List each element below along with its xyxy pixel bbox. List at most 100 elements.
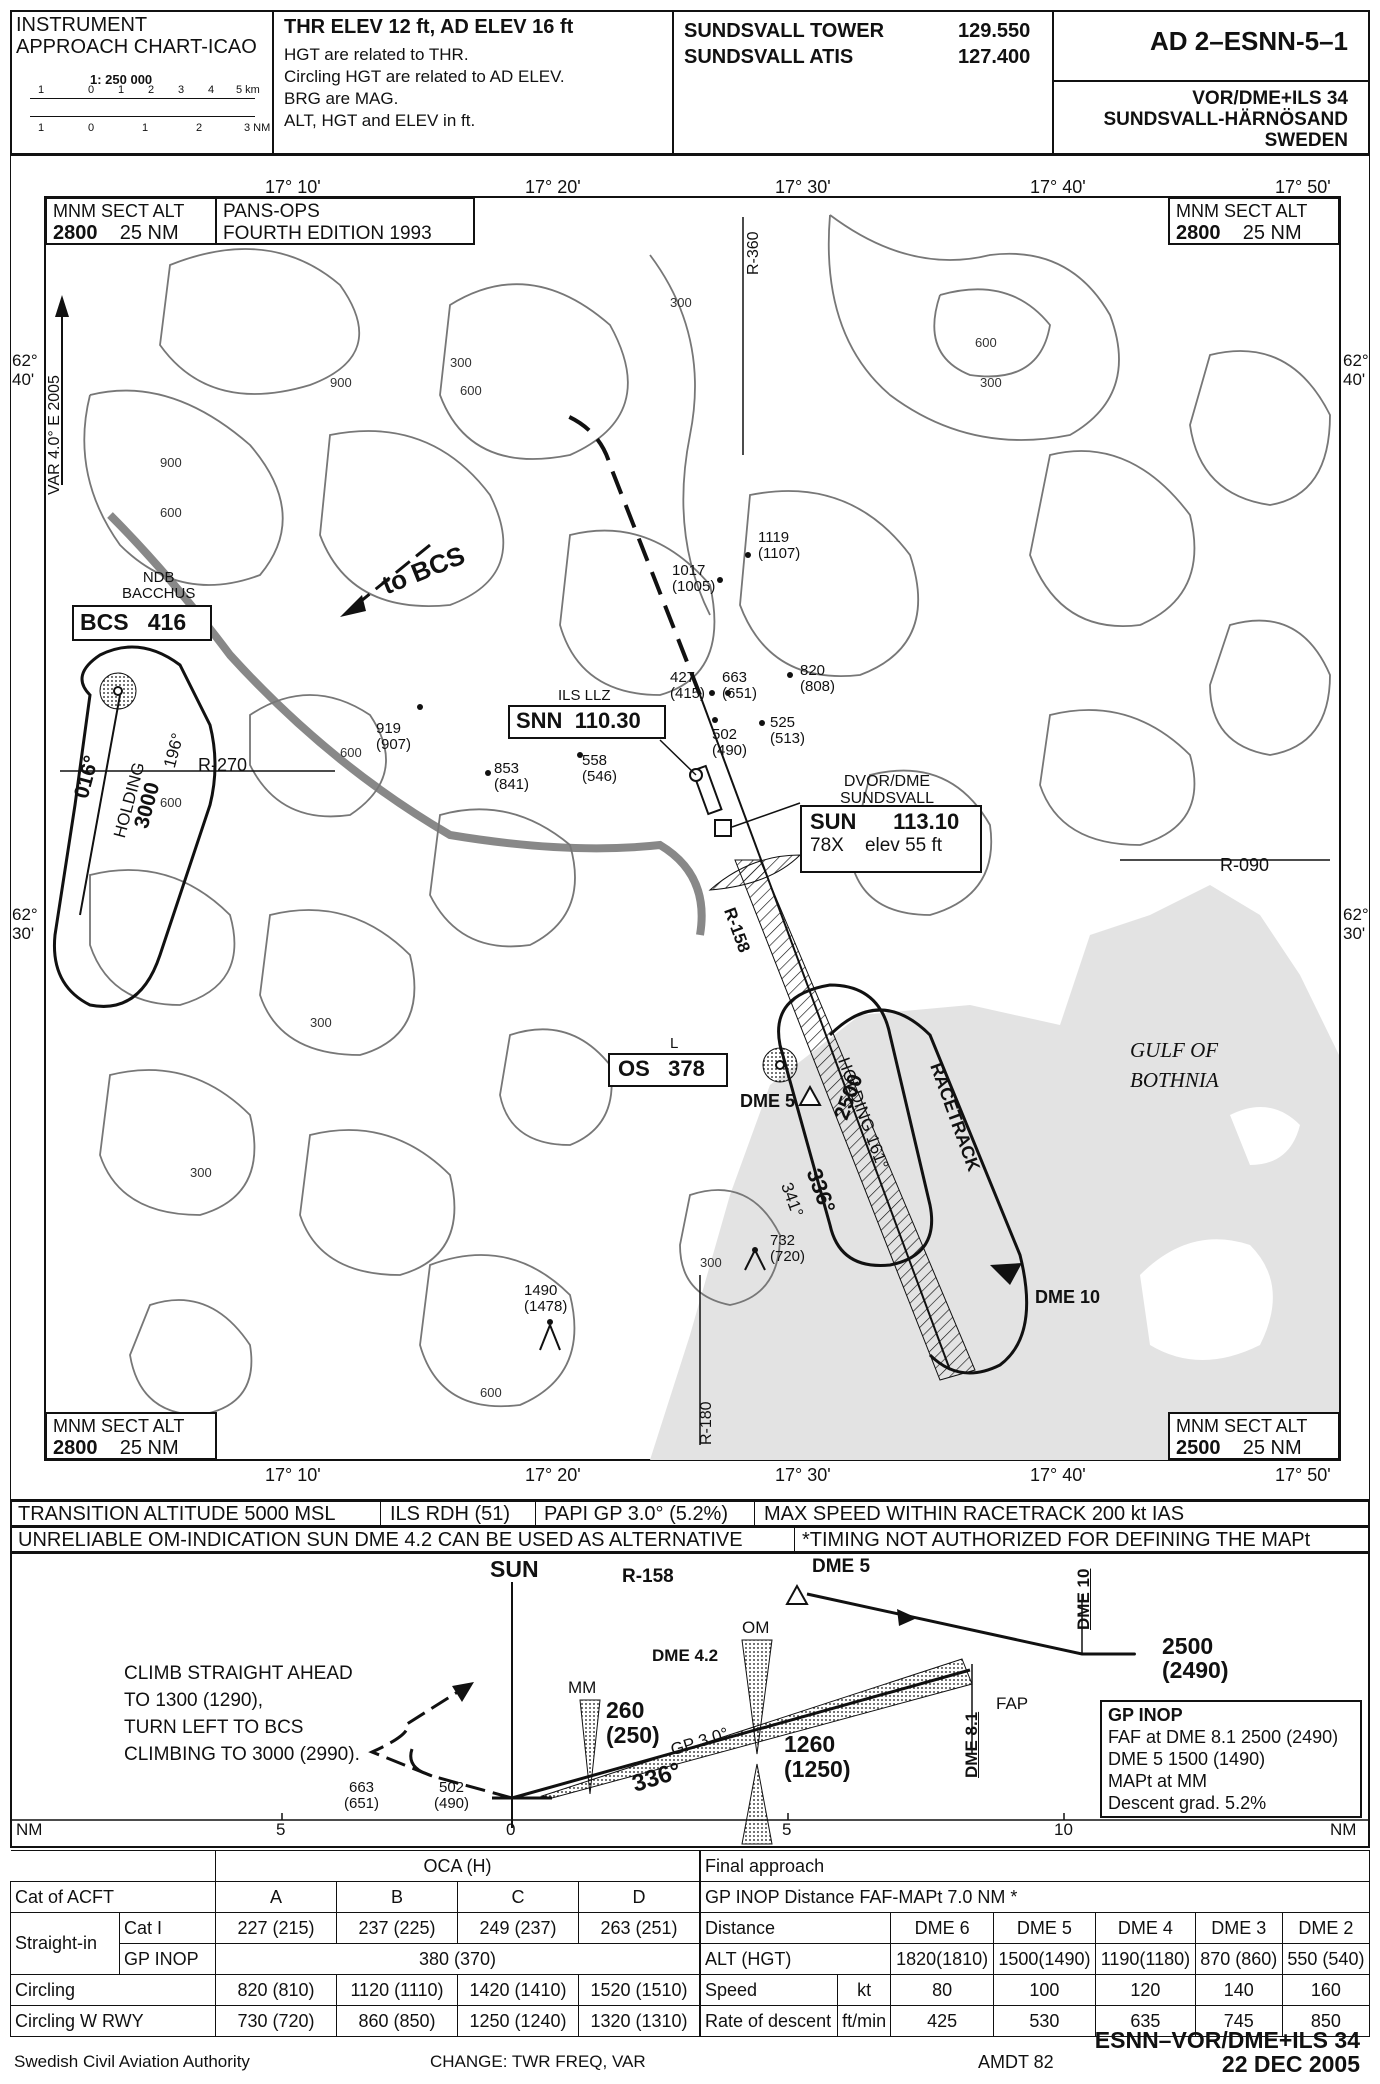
- nm-axis-label: NM: [16, 1820, 43, 1839]
- contour-label: 900: [330, 375, 352, 390]
- minima-table: OCA (H) Cat of ACFT A B C D Straight-in …: [10, 1850, 700, 2037]
- racetrack-pattern: [828, 1008, 1029, 1375]
- initial-altitude: 2500(2490): [1162, 1633, 1229, 1683]
- dme5-fix: [798, 1084, 822, 1106]
- ndb-bcs-box: BCS 416: [72, 605, 212, 641]
- ils-llz-label: ILS LLZ: [558, 687, 611, 704]
- mm-marker-fan: [579, 1699, 601, 1795]
- header-notes: HGT are related to THR.Circling HGT are …: [284, 45, 565, 130]
- dme5-label: DME 5: [740, 1091, 796, 1111]
- final-approach-table: Final approach GP INOP Distance FAF-MAPt…: [699, 1850, 1371, 2037]
- lon-label: 17° 40': [1030, 177, 1086, 197]
- lon-label: 17° 30': [775, 1465, 831, 1485]
- dme81-label: DME 8.1: [962, 1711, 981, 1778]
- lon-label: 17° 50': [1275, 177, 1331, 197]
- lon-label: 17° 50': [1275, 1465, 1331, 1485]
- obstacle-label: 663(651): [344, 1779, 380, 1812]
- spot-height: 663(651): [722, 669, 758, 702]
- profile-view: SUN R-158 DME 5 DME 10 CLIMB STRAIGHT AH…: [10, 1552, 1370, 1848]
- sun-holding-pattern: [777, 983, 934, 1267]
- contour-label: 300: [190, 1165, 212, 1180]
- dme5-label: DME 5: [812, 1556, 871, 1577]
- contour-label: 600: [160, 795, 182, 810]
- lat-label: 62° 30': [12, 905, 38, 943]
- scale-bar: 1 0 1 2 3 4 5 km 1 0 1 2 3 NM: [30, 84, 270, 148]
- ndb-os-box: OS 378: [608, 1053, 728, 1087]
- amendment: AMDT 82: [978, 2052, 1054, 2072]
- dme5-fix: [785, 1583, 809, 1605]
- lon-label: 17° 20': [525, 177, 581, 197]
- dvor-dme-box: SUN 113.10 78X elev 55 ft: [800, 805, 982, 873]
- contour-label: 300: [670, 295, 692, 310]
- missed-approach-track: [368, 1684, 513, 1800]
- nm-axis-label: NM: [1330, 1820, 1357, 1839]
- ndb-os-type: L: [670, 1035, 679, 1052]
- missed-approach-track: [564, 413, 702, 696]
- msa-box-top-left: MNM SECT ALT 2800 25 NM: [45, 197, 217, 245]
- elevation-title: THR ELEV 12 ft, AD ELEV 16 ft: [284, 16, 574, 38]
- contour-label: 300: [310, 1015, 332, 1030]
- lon-label: 17° 10': [265, 1465, 321, 1485]
- scale-ratio: 1: 250 000: [90, 72, 153, 87]
- lon-label: 17° 40': [1030, 1465, 1086, 1485]
- chart-footer: Swedish Civil Aviation Authority CHANGE:…: [10, 2028, 1370, 2080]
- lon-label: 17° 20': [525, 1465, 581, 1485]
- mm-label: MM: [568, 1678, 597, 1697]
- msa-box-bottom-left: MNM SECT ALT 2800 25 NM: [45, 1412, 217, 1460]
- magnetic-variation: VAR 4.0° E 2005: [46, 375, 63, 495]
- msa-box-top-right: MNM SECT ALT 2800 25 NM: [1168, 197, 1340, 245]
- contour-label: 300: [700, 1255, 722, 1270]
- lon-label: 17° 10': [265, 177, 321, 197]
- nm-tick: 5: [276, 1820, 286, 1839]
- nm-tick: 5: [782, 1820, 792, 1839]
- obstacle-symbol: [539, 1324, 561, 1351]
- info-strip-1: TRANSITION ALTITUDE 5000 MSL ILS RDH (51…: [10, 1500, 1370, 1527]
- final-approach-area: [734, 859, 976, 1381]
- r158-label: R-158: [622, 1566, 674, 1587]
- radial-180-label: R-180: [698, 1401, 715, 1445]
- bcs-holding-pattern: [52, 645, 217, 1008]
- lat-label: 62° 40': [1343, 351, 1369, 389]
- spot-height: 1490(1478): [524, 1282, 568, 1315]
- chart-id: AD 2–ESNN-5–1: [1150, 26, 1348, 56]
- spot-height: 558(546): [582, 752, 618, 785]
- mm-altitude: 260(250): [606, 1697, 660, 1748]
- ils-llz-box: SNN 110.30: [508, 705, 666, 739]
- msa-box-bottom-right: MNM SECT ALT 2500 25 NM: [1168, 1412, 1340, 1460]
- contour-label: 600: [975, 335, 997, 350]
- nm-tick: 10: [1054, 1820, 1073, 1839]
- authority: Swedish Civil Aviation Authority: [14, 2052, 250, 2071]
- fap-label: FAP: [996, 1694, 1029, 1713]
- spot-height: 820(808): [800, 662, 836, 695]
- om-label: OM: [742, 1618, 770, 1637]
- info-strip-2: UNRELIABLE OM-INDICATION SUN DME 4.2 CAN…: [10, 1526, 1370, 1553]
- spot-height: 732(720): [770, 1232, 806, 1265]
- obstacle-symbol: [744, 1249, 766, 1271]
- contour-lines: [83, 214, 1331, 1416]
- contour-label: 900: [160, 455, 182, 470]
- nm-tick: 0: [506, 1820, 516, 1839]
- spot-height: 525(513): [770, 714, 806, 747]
- dme10-label: DME 10: [1074, 1568, 1093, 1630]
- dvor-symbol: [714, 819, 732, 837]
- contour-label: 300: [450, 355, 472, 370]
- contour-label: 300: [980, 375, 1002, 390]
- dme42-label: DME 4.2: [652, 1646, 719, 1665]
- obstacle-label: 502(490): [434, 1779, 470, 1812]
- radial-360-label: R-360: [745, 231, 762, 275]
- radial-270-label: R-270: [198, 755, 248, 775]
- spot-height: 1119(1107): [758, 529, 801, 562]
- spot-height: 919(907): [376, 720, 412, 753]
- spot-height: 1017(1005): [672, 562, 716, 595]
- contour-label: 600: [340, 745, 362, 760]
